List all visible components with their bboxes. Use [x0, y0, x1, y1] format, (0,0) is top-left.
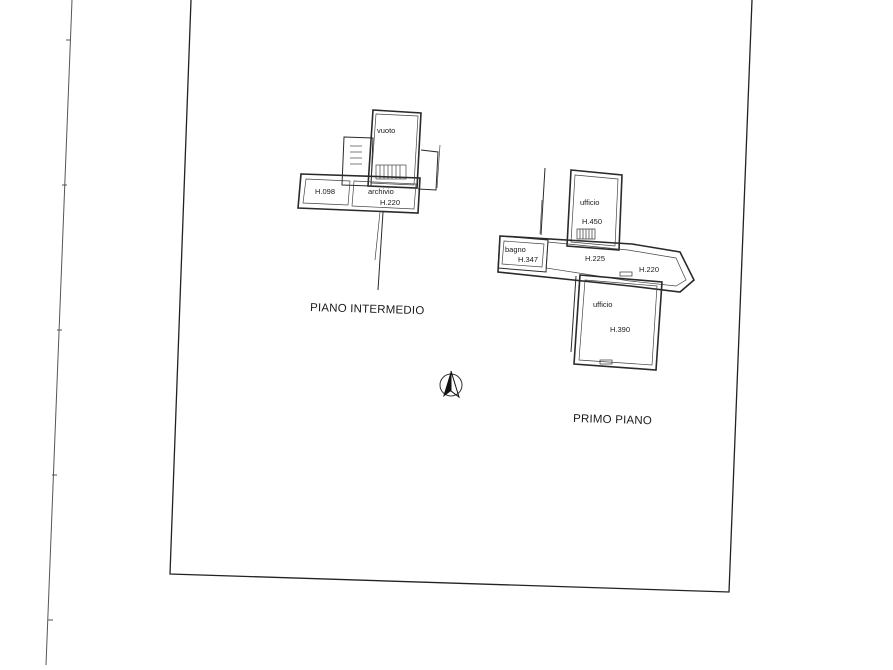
- room-label-ufficio: ufficio: [580, 198, 599, 207]
- floor-title-first: PRIMO PIANO: [573, 413, 652, 427]
- room-height-label: H.225: [585, 254, 605, 263]
- room-height-label: H.098: [315, 187, 335, 196]
- plan-intermediate: [297, 109, 441, 291]
- main-frame: [169, 0, 753, 593]
- room-height-label: H.390: [610, 325, 630, 334]
- sheet-border: [45, 0, 73, 666]
- room-label-bagno: bagno: [505, 245, 526, 254]
- room-label-vuoto: vuoto: [377, 126, 395, 135]
- north-arrow-icon: [439, 370, 463, 399]
- floor-title-intermediate: PIANO INTERMEDIO: [310, 302, 425, 317]
- room-label-ufficio: ufficio: [593, 300, 612, 309]
- room-label-archivio: archivio: [368, 187, 394, 196]
- room-height-label: H.347: [518, 255, 538, 264]
- room-height-label: H.450: [582, 217, 602, 226]
- room-height-label: H.220: [380, 198, 400, 207]
- room-height-label: H.220: [639, 265, 659, 274]
- plan-first: [497, 167, 695, 371]
